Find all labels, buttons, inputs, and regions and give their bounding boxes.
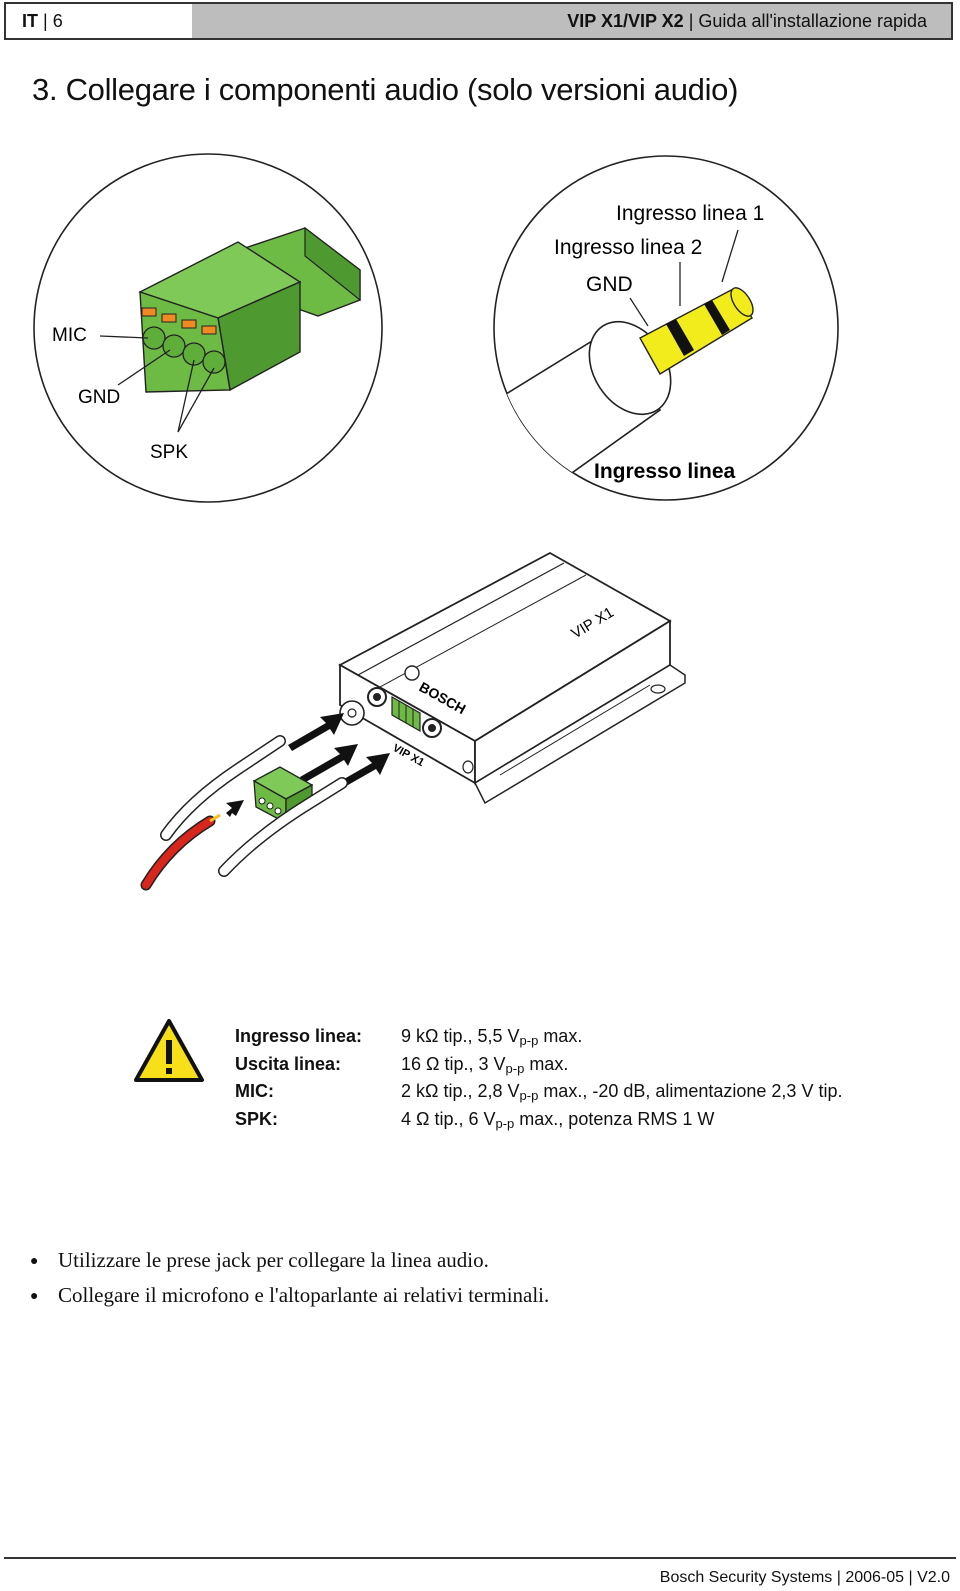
page-footer: Bosch Security Systems | 2006-05 | V2.0 xyxy=(659,1569,950,1586)
list-item-text: Collegare il microfono e l'altoparlante … xyxy=(58,1283,550,1307)
label-line-in-caption: Ingresso linea xyxy=(594,460,736,483)
label-mic: MIC xyxy=(52,325,87,346)
page-title: 3. Collegare i componenti audio (solo ve… xyxy=(32,72,739,107)
footer-rule xyxy=(4,1557,956,1559)
bullet-dot-icon: ● xyxy=(30,1289,39,1304)
label-line-in-1: Ingresso linea 1 xyxy=(616,202,764,225)
header-doc-title: Guida all'installazione rapida xyxy=(698,10,927,31)
instruction-list: ● Utilizzare le prese jack per collegare … xyxy=(30,1248,549,1318)
device-illustration: BOSCH VIP X1 VIP X1 xyxy=(140,551,686,891)
spec-value-main: 16 Ω tip., 3 V xyxy=(401,1053,506,1074)
spec-value-tail: max. xyxy=(524,1053,569,1074)
spec-value-tail: max. xyxy=(538,1026,583,1046)
spec-value-tail: max., -20 dB, alimentazione 2,3 V tip. xyxy=(538,1081,843,1101)
header-product: VIP X1/VIP X2 xyxy=(567,10,684,31)
spec-value: 2 kΩ tip., 2,8 Vp-p max., -20 dB, alimen… xyxy=(401,1081,842,1103)
page-header: IT | 6 VIP X1/VIP X2 | Guida all'install… xyxy=(4,2,953,40)
bullet-dot-icon: ● xyxy=(30,1254,39,1269)
list-item: ● Collegare il microfono e l'altoparlante… xyxy=(30,1283,549,1318)
spec-value: 16 Ω tip., 3 Vp-p max. xyxy=(401,1054,568,1076)
spec-label: Ingresso linea: xyxy=(235,1026,363,1046)
spec-value-sub: p-p xyxy=(495,1115,515,1131)
spec-value-main: 9 kΩ tip., 5,5 V xyxy=(401,1026,520,1046)
stereo-jack-diagram: Ingresso linea 1 Ingresso linea 2 GND In… xyxy=(493,155,839,501)
spec-value-main: 4 Ω tip., 6 V xyxy=(401,1108,496,1129)
warning-icon xyxy=(134,1019,204,1082)
spec-value-sub: p-p xyxy=(505,1060,525,1076)
terminal-block-diagram: MIC GND SPK xyxy=(33,153,383,503)
header-right: VIP X1/VIP X2 | Guida all'installazione … xyxy=(192,4,951,38)
label-spk: SPK xyxy=(150,442,188,463)
spec-label: Uscita linea: xyxy=(235,1053,342,1074)
spec-value-main: 2 kΩ tip., 2,8 V xyxy=(401,1081,520,1101)
list-item-text: Utilizzare le prese jack per collegare l… xyxy=(58,1248,489,1272)
list-item: ● Utilizzare le prese jack per collegare … xyxy=(30,1248,549,1283)
label-gnd-left: GND xyxy=(78,387,120,408)
spec-label: MIC: xyxy=(235,1081,274,1101)
header-sep-2: | xyxy=(688,10,694,31)
header-page-number: 6 xyxy=(52,10,63,31)
header-lang: IT xyxy=(22,10,38,31)
spec-label: SPK: xyxy=(235,1108,279,1129)
spec-value-sub: p-p xyxy=(519,1033,539,1048)
spec-value: 9 kΩ tip., 5,5 Vp-p max. xyxy=(401,1026,582,1048)
spec-value-sub: p-p xyxy=(519,1088,539,1103)
label-gnd-right: GND xyxy=(586,273,633,296)
label-line-in-2: Ingresso linea 2 xyxy=(554,236,702,259)
spec-value: 4 Ω tip., 6 Vp-p max., potenza RMS 1 W xyxy=(401,1109,714,1131)
header-left: IT | 6 xyxy=(6,4,192,38)
header-sep: | xyxy=(43,10,48,31)
spec-value-tail: max., potenza RMS 1 W xyxy=(514,1108,715,1129)
